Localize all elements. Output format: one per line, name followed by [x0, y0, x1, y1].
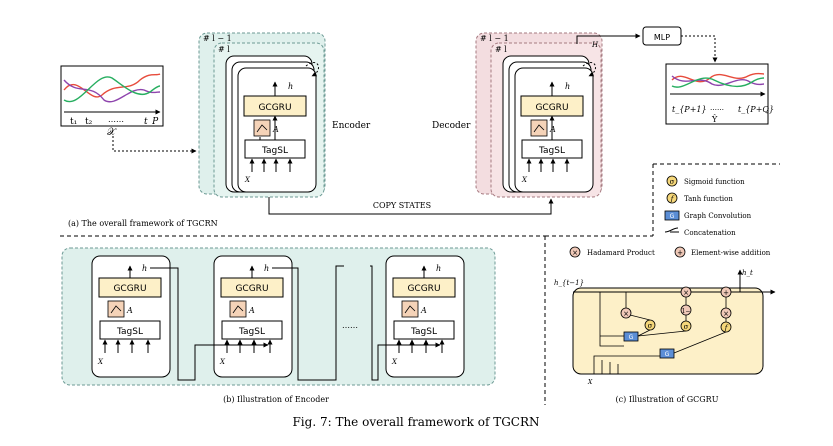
gcgru-mul-right: × — [723, 310, 729, 318]
gcgru-sigmoid-2: σ — [684, 323, 689, 331]
cell1-adj: A — [126, 306, 133, 315]
legend-sigmoid-icon: σ — [670, 178, 675, 186]
cell1-gcgru: GCGRU — [113, 284, 146, 294]
gcgru-mul-left: × — [623, 310, 629, 318]
copy-states-label: COPY STATES — [373, 201, 431, 210]
caption-b: (b) Illustration of Encoder — [223, 395, 329, 404]
cell2-tagsl: TagSL — [238, 327, 265, 337]
legend-add: Element-wise addition — [691, 249, 771, 257]
out-tick-dots: …… — [710, 104, 724, 112]
cell1-h: h — [142, 264, 147, 273]
legend-tanh-icon: f — [670, 195, 675, 203]
decoder-label: Decoder — [432, 121, 471, 131]
gcgru-gc-1: G — [629, 334, 634, 341]
encoder-stack: # l − 1 # l GCGRU TagSL A h X — [198, 32, 326, 198]
dec-layer-cur: # l — [495, 45, 507, 54]
dec-hidden-label: h — [565, 82, 570, 91]
out-tick-first: t_{P+1} — [672, 105, 707, 114]
cell3-adj: A — [420, 306, 427, 315]
cell3-tagsl: TagSL — [410, 327, 437, 337]
enc-layer-cur: # l — [218, 45, 230, 54]
gcgru-sigmoid-1: σ — [648, 322, 653, 330]
legend: σ Sigmoid function f Tanh function G Gra… — [569, 175, 771, 258]
gcgru-inputs: X — [587, 379, 593, 386]
dec-layer-prev: # l − 1 — [480, 34, 509, 43]
gcgru-gc-2: G — [665, 351, 670, 358]
mlp-label: MLP — [654, 33, 670, 42]
cell3-inputs: X — [391, 358, 398, 366]
dec-tagsl: TagSL — [538, 146, 565, 156]
input-series-plot: t₁ t₂ …… t_P 𝒳 — [60, 65, 164, 138]
legend-hadamard: Hadamard Product — [587, 249, 655, 257]
legend-tanh: Tanh function — [684, 195, 733, 203]
out-y-label: Ŷ — [711, 115, 718, 124]
enc-gcgru: GCGRU — [258, 103, 291, 113]
legend-concat: Concatenation — [684, 229, 736, 237]
figure-caption: Fig. 7: The overall framework of TGCRN — [292, 415, 539, 429]
dec-inputs-label: X — [521, 176, 528, 184]
dec-gcgru: GCGRU — [535, 103, 568, 113]
legend-add-icon: + — [677, 249, 683, 257]
cell1-tagsl: TagSL — [116, 327, 143, 337]
cell2-adj: A — [248, 306, 255, 315]
tick-t2: t₂ — [85, 117, 93, 127]
output-series-plot: t_{P+1} …… t_{P+Q} Ŷ — [665, 63, 774, 125]
legend-sigmoid: Sigmoid function — [684, 178, 745, 186]
enc-layer-prev: # l − 1 — [203, 34, 232, 43]
caption-a: (a) The overall framework of TGCRN — [68, 219, 218, 228]
gcgru-mul-top: × — [683, 289, 689, 297]
tick-tP: t_P — [144, 117, 159, 127]
legend-graph-conv: Graph Convolution — [684, 212, 752, 220]
cell2-inputs: X — [219, 358, 226, 366]
enc-hidden-label: h — [288, 82, 293, 91]
gcgru-one-minus: 1− — [682, 308, 691, 315]
gcgru-h-prev: h_{t−1} — [554, 279, 584, 287]
enc-tagsl: TagSL — [261, 146, 288, 156]
tick-dots: …… — [108, 115, 124, 124]
gcgru-illustration: h_{t−1} h_t × + × 1− × σ σ f G G X — [554, 269, 776, 386]
encoder-ellipsis: …… — [342, 321, 358, 330]
out-tick-last: t_{P+Q} — [738, 105, 774, 114]
encoder-illustration: GCGRU A TagSL h X GCGRU A TagSL h X GCGR… — [61, 247, 496, 386]
cell3-h: h — [436, 264, 441, 273]
legend-hadamard-icon: × — [572, 249, 578, 257]
cell1-inputs: X — [97, 358, 104, 366]
dec-hidden-out: H — [591, 41, 599, 49]
cell2-h: h — [264, 264, 269, 273]
gcgru-add: + — [723, 289, 729, 297]
cell3-gcgru: GCGRU — [407, 284, 440, 294]
input-x-label: 𝒳 — [107, 127, 117, 138]
caption-c: (c) Illustration of GCGRU — [616, 395, 719, 404]
enc-inputs-label: X — [244, 176, 251, 184]
gcgru-h-out: h_t — [742, 269, 753, 277]
tick-t1: t₁ — [70, 117, 77, 127]
gcgru-tanh: f — [724, 324, 729, 332]
decoder-stack: # l − 1 # l GCGRU TagSL A h X — [475, 32, 603, 198]
encoder-label: Encoder — [332, 121, 371, 131]
cell2-gcgru: GCGRU — [235, 284, 268, 294]
legend-gc-icon: G — [670, 213, 675, 220]
